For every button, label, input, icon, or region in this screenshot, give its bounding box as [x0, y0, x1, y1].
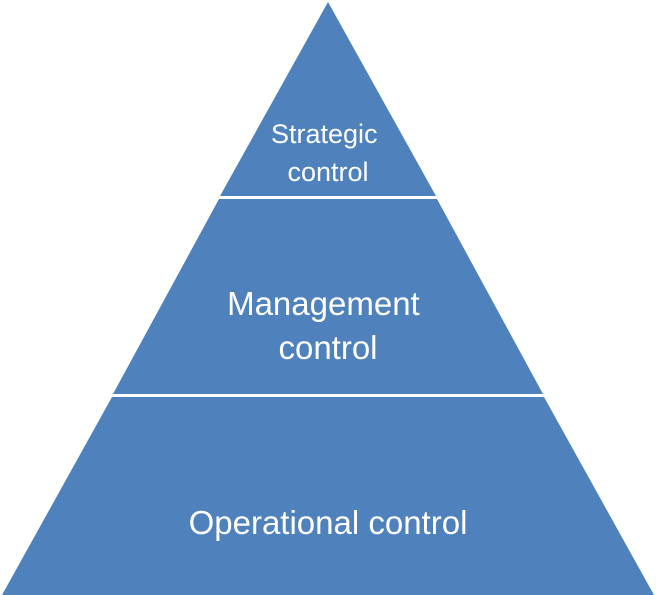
tier-label-strategic-line2: control [287, 157, 368, 187]
pyramid-tier-operational [2, 397, 654, 595]
tier-label-management: Management control [227, 285, 429, 366]
pyramid-tier-strategic [220, 2, 436, 196]
tier-label-strategic: Strategic control [271, 119, 385, 187]
pyramid-tier-management [113, 199, 543, 394]
tier-label-operational-line1: Operational control [189, 504, 468, 541]
tier-label-management-line2: control [278, 329, 377, 366]
tier-label-management-line1: Management [227, 285, 420, 322]
tier-label-operational: Operational control [189, 504, 468, 541]
tier-label-strategic-line1: Strategic [271, 119, 378, 149]
